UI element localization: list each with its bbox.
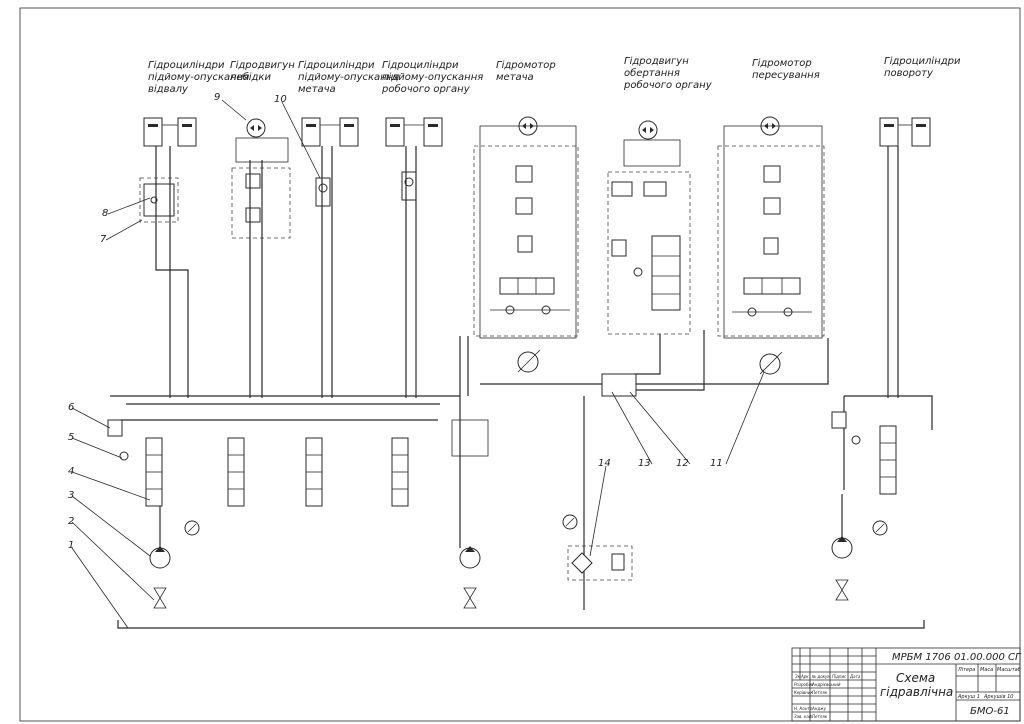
svg-text:6: 6 [68, 402, 74, 413]
svg-text:5: 5 [68, 432, 74, 443]
svg-text:Гідроциліндри: Гідроциліндри [298, 59, 375, 71]
travel-motor-valves [732, 165, 812, 317]
svg-text:Схема: Схема [896, 671, 935, 685]
svg-text:Дата: Дата [849, 674, 861, 679]
flow-dividers [451, 373, 637, 457]
pipe-lines [110, 146, 933, 629]
svg-text:Петляк: Петляк [812, 690, 828, 695]
svg-text:10: 10 [274, 94, 287, 105]
svg-text:14: 14 [598, 458, 611, 469]
svg-text:12: 12 [676, 458, 689, 469]
svg-text:Андрієвський: Андрієвський [811, 682, 841, 687]
thrower-pump [517, 349, 541, 373]
svg-text:Аркушів 10: Аркушів 10 [983, 694, 1013, 700]
svg-text:Гідродвигун: Гідродвигун [230, 59, 295, 71]
turn-cylinders [879, 117, 931, 147]
svg-text:відвалу: відвалу [148, 83, 189, 95]
svg-text:Літера: Літера [957, 667, 975, 673]
label-cyl-thrower: Гідроциліндри підйому-опускання метача [298, 59, 399, 95]
svg-text:повороту: повороту [884, 68, 934, 79]
svg-text:Підпис: Підпис [832, 674, 847, 679]
svg-text:4: 4 [68, 466, 74, 477]
svg-text:2: 2 [68, 516, 74, 527]
travel-motor-symbol [717, 116, 825, 339]
svg-text:робочого органу: робочого органу [623, 79, 713, 91]
svg-text:гідравлічна: гідравлічна [880, 685, 953, 699]
label-cyl-turn: Гідроциліндри повороту [884, 55, 961, 79]
svg-text:Н. Контр.: Н. Контр. [794, 706, 814, 711]
svg-text:13: 13 [638, 458, 651, 469]
svg-text:3: 3 [68, 490, 74, 501]
svg-text:Маса: Маса [980, 667, 993, 673]
svg-text:Гідроциліндри: Гідроциліндри [382, 59, 459, 71]
pump-2 [459, 546, 481, 609]
svg-text:лебідки: лебідки [229, 71, 271, 83]
valve-section-4 [391, 437, 409, 507]
blade-hydrolock [139, 177, 179, 223]
work-hydrolock [401, 171, 417, 201]
svg-text:Розробив: Розробив [794, 682, 814, 687]
valve-section-3 [305, 437, 323, 507]
label-winch-motor: Гідродвигун лебідки [229, 59, 295, 83]
pump-3 [831, 536, 853, 601]
thrower-hydrolock [315, 177, 331, 207]
svg-text:робочого органу: робочого органу [381, 83, 471, 95]
svg-text:БМО-61: БМО-61 [970, 706, 1010, 717]
svg-text:Гідродвигун: Гідродвигун [624, 55, 689, 67]
winch-valve-block [231, 167, 291, 239]
svg-text:11: 11 [710, 458, 723, 469]
thrower-motor-symbol [473, 116, 579, 339]
svg-text:Гідромотор: Гідромотор [496, 59, 556, 71]
valve-section-turn [879, 425, 897, 495]
svg-text:7: 7 [100, 234, 107, 245]
svg-text:9: 9 [214, 92, 220, 103]
travel-pump [759, 351, 783, 375]
svg-text:Керівник: Керівник [794, 690, 814, 695]
svg-text:Аркуш 1: Аркуш 1 [957, 694, 980, 700]
sheet-frame [19, 7, 1021, 722]
winch-motor-symbol [235, 118, 289, 163]
svg-text:Гідромотор: Гідромотор [752, 57, 812, 69]
thrower-motor-valves [490, 165, 570, 315]
svg-text:МРБМ 1706 01.00.000 СГ: МРБМ 1706 01.00.000 СГ [892, 652, 1022, 663]
pump-1 [149, 546, 171, 609]
svg-text:Анджу: Анджу [811, 706, 827, 711]
label-cyl-work: Гідроциліндри підйому-опускання робочого… [381, 59, 483, 95]
svg-text:Зм: Зм [795, 674, 801, 679]
label-cyl-blade: Гідроциліндри підйому-опускання відвалу [148, 59, 249, 95]
svg-text:Зав. каф.: Зав. каф. [794, 714, 813, 719]
pressure-gauges [184, 514, 888, 536]
filter-unit [567, 545, 633, 581]
svg-text:обертання: обертання [624, 67, 680, 79]
rotation-motor-symbol [607, 120, 691, 335]
svg-text:Гідроциліндри: Гідроциліндри [884, 55, 961, 67]
svg-text:підйому-опускання: підйому-опускання [382, 71, 483, 83]
label-motor-travel: Гідромотор пересування [752, 57, 820, 81]
svg-text:метача: метача [496, 72, 534, 83]
work-organ-cylinders [385, 117, 443, 147]
title-block: Зм Арк. № докум. Підпис Дата Розробив Ан… [791, 647, 1022, 722]
valve-section-1 [145, 437, 163, 507]
svg-text:Петляк: Петляк [812, 714, 828, 719]
svg-text:підйому-опускання: підйому-опускання [148, 71, 249, 83]
thrower-cylinders [301, 117, 359, 147]
svg-text:1: 1 [68, 540, 74, 551]
svg-text:8: 8 [102, 208, 108, 219]
svg-text:підйому-опускання: підйому-опускання [298, 71, 399, 83]
svg-text:Арк.: Арк. [800, 674, 810, 679]
relief-valves [107, 411, 861, 461]
svg-text:№ докум.: № докум. [811, 674, 832, 679]
svg-text:метача: метача [298, 84, 336, 95]
label-motor-rotation: Гідродвигун обертання робочого органу [623, 55, 713, 91]
rotation-motor-valves [611, 181, 681, 311]
valve-section-2 [227, 437, 245, 507]
svg-text:пересування: пересування [752, 70, 820, 81]
label-motor-thrower: Гідромотор метача [496, 59, 556, 83]
callouts: 1 2 3 4 5 6 7 8 9 10 11 12 13 14 [68, 92, 765, 629]
blade-cylinders [143, 117, 197, 147]
svg-text:Масштаб: Масштаб [997, 667, 1021, 673]
svg-text:Гідроциліндри: Гідроциліндри [148, 59, 225, 71]
